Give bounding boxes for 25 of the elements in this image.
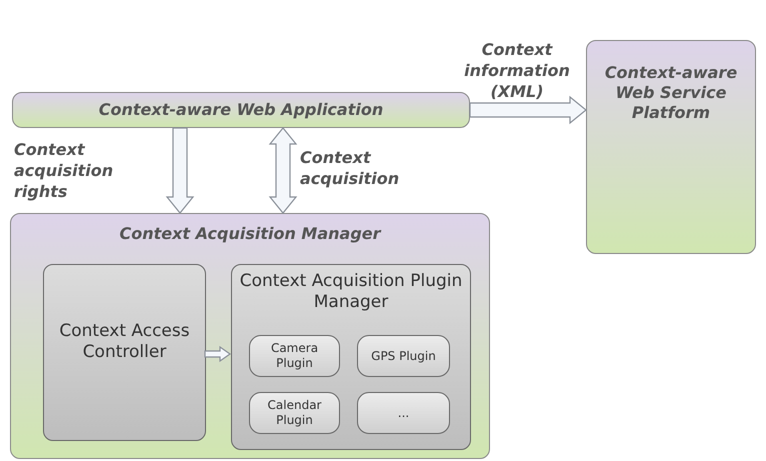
plugin-box — [249, 335, 340, 377]
node-label: Context Acquisition Plugin Manager — [238, 270, 464, 314]
plugin-box — [357, 392, 450, 434]
node-label: Camera Plugin — [270, 341, 320, 371]
node-label: ... — [396, 406, 410, 420]
application-bar — [12, 92, 470, 128]
node-label: Context-aware Web Application — [98, 100, 384, 120]
block-arrow — [166, 127, 194, 214]
node-label: Context Access Controller — [58, 320, 191, 364]
plugin-box — [249, 392, 340, 434]
node-label: GPS Plugin — [370, 348, 437, 364]
module-box — [231, 264, 471, 450]
module-box — [43, 264, 206, 441]
block-arrow — [268, 127, 298, 214]
component-panel — [586, 40, 756, 254]
node-label: Context-aware Web Service Platform — [604, 62, 738, 123]
edge-label: Context information (XML) — [463, 40, 571, 102]
block-arrow — [204, 346, 232, 362]
block-arrow — [469, 96, 587, 124]
edge-label: Context acquisition rights — [14, 140, 114, 202]
edge-label: Context acquisition — [300, 148, 400, 190]
node-label: Context Acquisition Manager — [119, 223, 381, 244]
component-panel — [10, 213, 490, 459]
node-label: Calendar Plugin — [266, 398, 322, 428]
plugin-box — [357, 335, 450, 377]
